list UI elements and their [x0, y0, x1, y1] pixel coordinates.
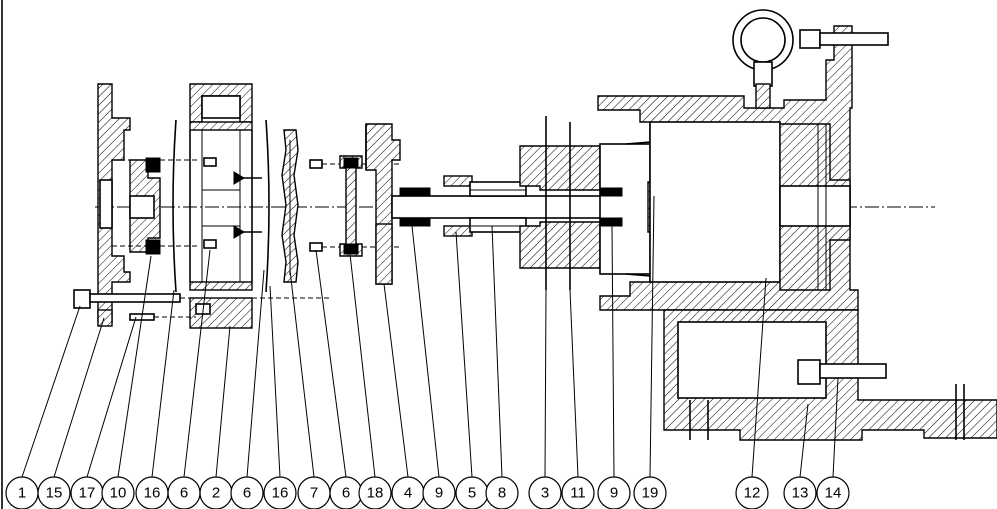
- leader-line: [315, 249, 347, 478]
- part-balloon: 16: [263, 476, 297, 509]
- part-balloon: 9: [422, 476, 456, 509]
- balloon-circle: [422, 476, 456, 509]
- balloon-label: 6: [243, 485, 251, 502]
- balloon-label: 6: [342, 485, 350, 502]
- balloon-label: 8: [498, 485, 506, 502]
- part-balloon: 11: [561, 476, 595, 509]
- part-balloon: 3: [528, 476, 562, 509]
- leader-line: [491, 225, 503, 478]
- balloon-label: 9: [610, 485, 618, 502]
- leader-line: [151, 289, 175, 478]
- balloon-circle: [37, 476, 71, 509]
- o-ring-left: [172, 119, 177, 293]
- balloon-circle: [263, 476, 297, 509]
- leader-line: [383, 283, 409, 478]
- balloon-label: 9: [435, 485, 443, 502]
- leader-line: [53, 317, 105, 478]
- bolt-lower: [309, 242, 323, 252]
- part-balloon: 4: [391, 476, 425, 509]
- balloon-label: 3: [541, 485, 549, 502]
- leader-line: [269, 285, 281, 478]
- balloon-label: 7: [310, 485, 318, 502]
- balloon-label: 4: [404, 485, 412, 502]
- part-balloon: 1: [5, 476, 39, 509]
- part-balloon: 7: [297, 476, 331, 509]
- balloon-circle: [783, 476, 817, 509]
- leader-line: [246, 269, 265, 478]
- balloon-label: 1: [18, 485, 26, 502]
- part-balloon: 19: [633, 476, 667, 509]
- balloon-label: 16: [272, 485, 289, 502]
- balloon-circle: [358, 476, 392, 509]
- leader-line: [349, 253, 376, 478]
- part-number-balloons: 1 15 17 10 16 6 2 6 16 7 6 18 4 9 5 8 3 11 9 19 12 13 14: [5, 476, 850, 509]
- part-balloon: 12: [735, 476, 769, 509]
- part-balloon: 9: [597, 476, 631, 509]
- gearbox-housing: [597, 9, 889, 311]
- pump-body: [189, 83, 253, 329]
- pump-cover: [97, 83, 200, 323]
- balloon-circle: [597, 476, 631, 509]
- part-balloon: 2: [199, 476, 233, 509]
- leader-line: [21, 305, 81, 478]
- leader-line: [86, 316, 137, 478]
- balloon-circle: [101, 476, 135, 509]
- balloon-label: 16: [144, 485, 161, 502]
- leader-line: [611, 225, 615, 478]
- leader-line: [569, 289, 579, 478]
- part-balloon: 6: [230, 476, 264, 509]
- balloon-label: 5: [468, 485, 476, 502]
- o-ring-right: [265, 119, 270, 293]
- balloon-circle: [735, 476, 769, 509]
- balloon-label: 17: [79, 485, 96, 502]
- balloon-label: 14: [825, 485, 842, 502]
- leader-line: [117, 255, 152, 478]
- balloon-circle: [633, 476, 667, 509]
- check-valves: [233, 171, 262, 239]
- balloon-label: 15: [46, 485, 63, 502]
- balloon-label: 12: [744, 485, 761, 502]
- part-balloon: 17: [70, 476, 104, 509]
- part-balloon: 14: [816, 476, 850, 509]
- balloon-label: 19: [642, 485, 659, 502]
- leader-line: [544, 289, 547, 478]
- leader-line: [455, 231, 473, 478]
- balloon-label: 11: [570, 485, 586, 502]
- balloon-circle: [230, 476, 264, 509]
- part-balloon: 13: [783, 476, 817, 509]
- part-balloon: 6: [167, 476, 201, 509]
- leader-line: [832, 377, 839, 478]
- diaphragm: [281, 129, 299, 283]
- part-balloon: 10: [101, 476, 135, 509]
- leader-line: [751, 277, 767, 478]
- balloon-circle: [528, 476, 562, 509]
- bolt-upper: [309, 159, 323, 169]
- part-balloon: 5: [455, 476, 489, 509]
- seal-housing: [365, 123, 401, 285]
- leader-line: [799, 403, 809, 478]
- balloon-label: 2: [212, 485, 220, 502]
- balloon-circle: [485, 476, 519, 509]
- balloon-circle: [816, 476, 850, 509]
- part-balloon: 15: [37, 476, 71, 509]
- part-balloon: 6: [329, 476, 363, 509]
- leader-line: [215, 325, 231, 478]
- leader-line: [649, 195, 655, 478]
- retainer-ring: [339, 155, 363, 257]
- leader-line: [411, 225, 440, 478]
- part-balloon: 8: [485, 476, 519, 509]
- balloon-label: 6: [180, 485, 188, 502]
- balloon-circle: [561, 476, 595, 509]
- part-balloon: 18: [358, 476, 392, 509]
- part-balloon: 16: [135, 476, 169, 509]
- leader-lines: [21, 195, 839, 478]
- balloon-label: 10: [110, 485, 127, 502]
- leader-line: [183, 249, 211, 478]
- balloon-label: 13: [792, 485, 809, 502]
- balloon-label: 18: [367, 485, 384, 502]
- stuffing-box: [519, 116, 601, 290]
- leader-line: [289, 269, 315, 478]
- base-frame: [663, 309, 997, 441]
